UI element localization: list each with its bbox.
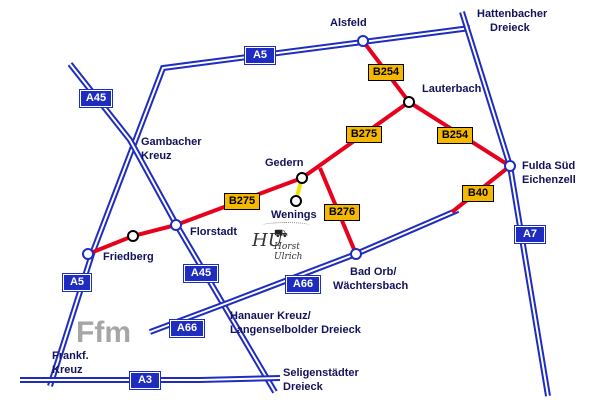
hattenbach-dreieck-label: Dreieck [490, 22, 530, 34]
seligenstadt-dreieck-label: Dreieck [283, 381, 323, 393]
hattenbach-label: Hattenbacher [477, 8, 548, 20]
alsfeld-label: Alsfeld [330, 17, 367, 29]
truck-icon: ⛟ [274, 228, 288, 240]
frankfurt-kreuz-label: Kreuz [52, 364, 83, 376]
frankfurt-label: Frankf. [52, 350, 89, 362]
autobahn-a7-road [459, 11, 551, 397]
a66-shield-left: A66 [169, 319, 205, 338]
gambach-kreuz-label: Kreuz [141, 150, 172, 162]
seligenstadt-label: Seligenstädter [283, 367, 359, 379]
logo-owner-name: Horst Ulrich [274, 242, 303, 262]
b40-shield: B40 [462, 185, 494, 202]
hanau-label: Hanauer Kreuz/ [230, 310, 311, 322]
eichenzell-label: Eichenzell [522, 174, 576, 186]
a5-shield-left: A5 [62, 273, 92, 292]
a3-shield: A3 [129, 371, 161, 390]
gambach-label: Gambacher [141, 136, 202, 148]
a5-shield-top: A5 [244, 46, 276, 65]
town-gedern-marker [296, 172, 308, 184]
wenings-label: Wenings [271, 209, 317, 221]
b254-shield-top: B254 [368, 64, 404, 81]
town-between-marker [127, 230, 139, 242]
langenselbold-label: Langenselbolder Dreieck [230, 324, 361, 336]
fulda-sued-label: Fulda Süd [522, 160, 576, 172]
ffm-city-label: Ffm [76, 316, 131, 349]
waechtersbach-label: Wächtersbach [333, 280, 409, 292]
friedberg-label: Friedberg [103, 251, 154, 263]
florstadt-label: Florstadt [190, 226, 238, 238]
junction-fulda-marker [504, 160, 516, 172]
b254-shield-right: B254 [437, 127, 473, 144]
autobahn-a3-road [20, 375, 281, 383]
b275-shield-upper: B275 [346, 126, 382, 143]
gedern-label: Gedern [265, 157, 304, 169]
junction-florstadt-marker [170, 219, 182, 231]
company-logo: HU ⛟ Horst Ulrich [252, 222, 318, 262]
junction-friedberg-marker [82, 248, 94, 260]
junction-bad-orb-marker [350, 248, 362, 260]
a7-shield: A7 [514, 225, 546, 244]
logo-initials: HU [252, 230, 283, 251]
town-wenings-marker [290, 195, 302, 207]
town-lauterbach-marker [403, 96, 415, 108]
lauterbach-label: Lauterbach [422, 83, 482, 95]
autobahn-a5-road [47, 25, 471, 387]
a45-shield-top: A45 [79, 89, 113, 108]
bad-orb-label: Bad Orb/ [350, 266, 397, 278]
junction-alsfeld-marker [357, 35, 369, 47]
a45-shield-bottom: A45 [183, 264, 219, 283]
a66-shield-right: A66 [285, 275, 321, 294]
logo-arc [262, 222, 310, 229]
b276-shield: B276 [324, 204, 360, 221]
b275-shield-lower: B275 [224, 193, 260, 210]
